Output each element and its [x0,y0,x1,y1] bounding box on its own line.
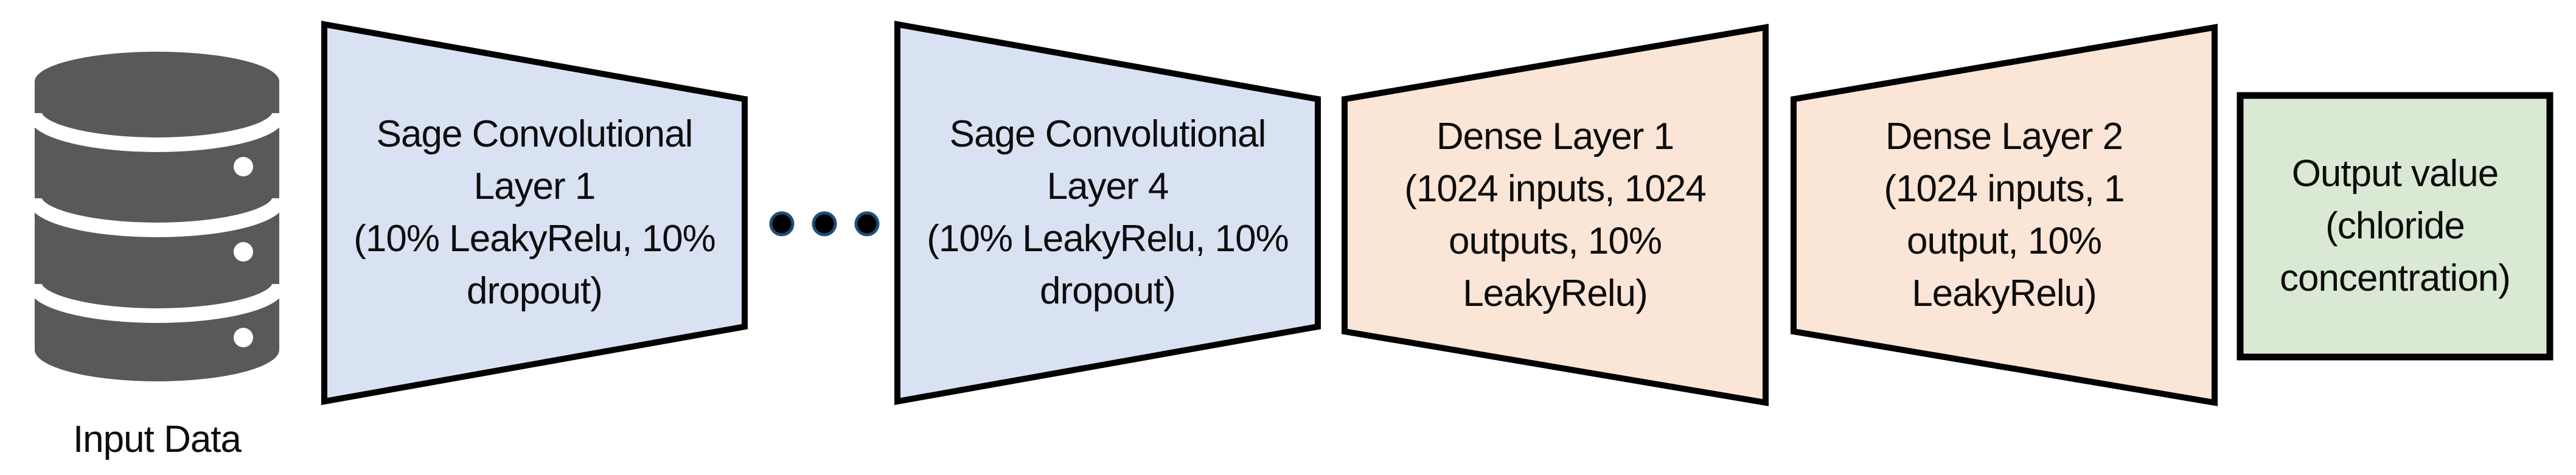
ellipsis-dot-1 [769,211,795,237]
dense-layer-2-shape [1791,24,2218,406]
dense-layer-1-shape [1342,24,1769,406]
ellipsis-dots [769,211,880,237]
sage-conv-layer-4-shape [894,21,1321,405]
database-icon-gaps [35,112,279,323]
database-icon-dots [234,157,253,347]
ellipsis-dot-2 [812,211,837,237]
output-box [2237,92,2553,361]
input-data-caption: Input Data [72,418,242,460]
ellipsis-dot-3 [854,211,880,237]
database-icon [35,52,279,381]
sage-conv-layer-1-shape [321,21,748,405]
